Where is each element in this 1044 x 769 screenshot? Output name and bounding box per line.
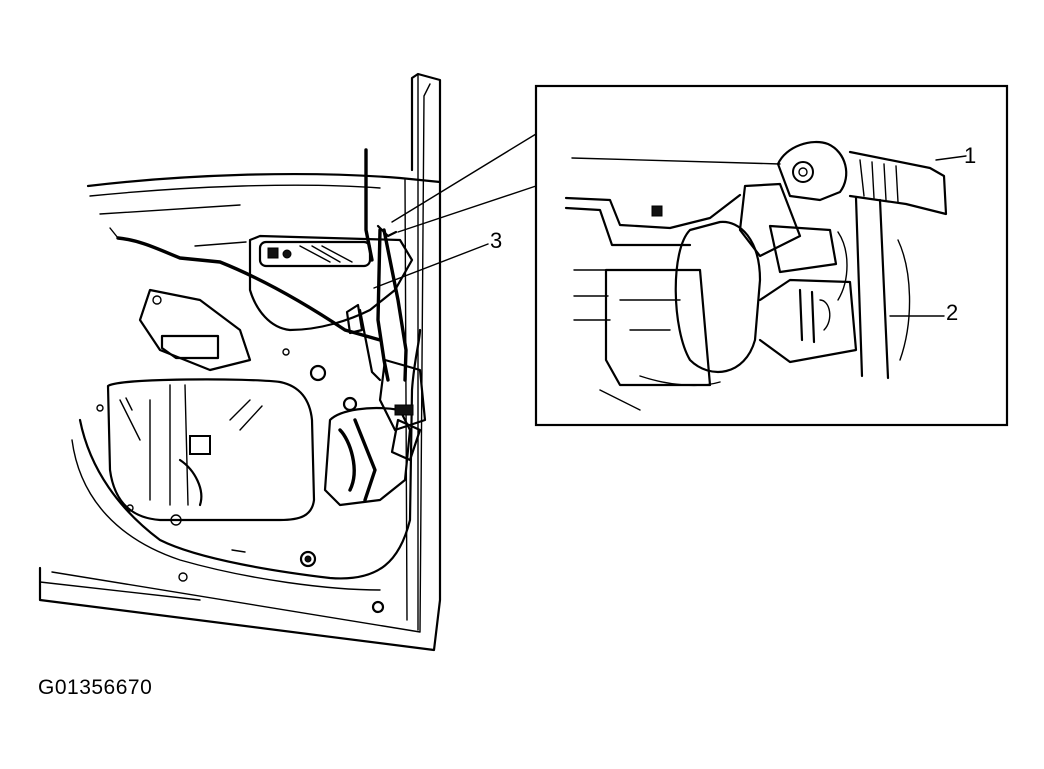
figure-id-label: G01356670 — [38, 676, 153, 699]
callout-1-leader — [935, 155, 967, 161]
callout-3-leader — [373, 243, 489, 289]
callout-1-label: 1 — [964, 143, 977, 168]
callout-3-label: 3 — [490, 228, 503, 253]
door-panel-illustration — [38, 72, 442, 652]
callout-2-label: 2 — [946, 300, 959, 325]
callout-leaders — [373, 155, 967, 317]
zoom-leader-lines — [391, 133, 537, 233]
detail-inset — [534, 84, 1009, 427]
